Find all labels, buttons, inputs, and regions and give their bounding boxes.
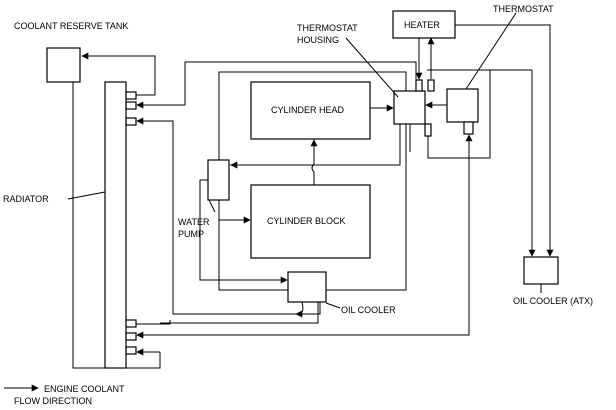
pipe-pump-outlet: [218, 200, 229, 221]
housing-port-3: [424, 123, 432, 137]
legend-text-1: ENGINE COOLANT: [44, 384, 125, 394]
oil-cooler: [287, 271, 327, 303]
cylinder-head: [250, 81, 371, 140]
pipe-radiator-lower-1: [136, 320, 171, 325]
thermostat-label: THERMOSTAT: [493, 4, 554, 14]
oil-cooler-label: OIL COOLER: [341, 305, 396, 315]
thermostat-leader: [465, 12, 517, 90]
pipe-lower-oilcooler: [160, 302, 319, 324]
coolant-reserve-tank-label: COOLANT RESERVE TANK: [14, 21, 128, 31]
radiator-label: RADIATOR: [3, 194, 49, 204]
pipe-thermostat-loop: [427, 70, 491, 159]
thermostat-housing-leader: [345, 37, 399, 98]
flow-oilcooler-return: [295, 302, 321, 318]
thermostat-stem: [463, 121, 474, 135]
water-pump-leader: [208, 199, 216, 213]
flow-pump-to-oilcooler: [199, 179, 288, 284]
cylinder-block: [250, 184, 371, 259]
legend-text-2: FLOW DIRECTION: [14, 396, 92, 406]
coolant-reserve-tank: [46, 47, 81, 83]
pipe-reserve-to-radiator-bottom: [72, 82, 161, 369]
radiator-lower-port-2: [125, 332, 137, 341]
radiator-inlet-port: [125, 101, 137, 110]
thermostat-housing: [393, 90, 426, 125]
radiator-upper-port: [125, 91, 137, 100]
oil-cooler-atx-label: OIL COOLER (ATX): [513, 296, 593, 306]
flow-heater-to-oilcooler-atx: [455, 24, 554, 257]
radiator-lower-port-1: [125, 319, 137, 328]
water-pump: [207, 159, 230, 201]
flow-block-to-head: [310, 139, 318, 185]
radiator-outlet-port: [125, 346, 137, 355]
oil-cooler-leader: [325, 302, 341, 309]
thermostat-housing-label-2: HOUSING: [297, 35, 339, 45]
flow-radiator-to-reserve: [81, 52, 156, 96]
water-pump-label-1: WATER: [178, 217, 210, 227]
radiator-return-port: [125, 117, 137, 126]
cylinder-head-label: CYLINDER HEAD: [271, 105, 345, 115]
radiator: [104, 81, 127, 369]
thermostat-housing-label-1: THERMOSTAT: [297, 23, 358, 33]
flow-housing-to-pump: [230, 150, 401, 169]
housing-port-1: [415, 79, 423, 92]
heater-label: HEATER: [404, 20, 440, 30]
flow-lower-return: [136, 158, 470, 339]
radiator-leader: [67, 191, 106, 200]
housing-port-2: [427, 79, 435, 92]
cylinder-block-label: CYLINDER BLOCK: [267, 216, 346, 226]
thermostat: [446, 88, 479, 123]
flow-housing-to-radiator: [136, 61, 417, 109]
oil-cooler-atx: [523, 256, 559, 285]
water-pump-label-2: PUMP: [178, 229, 204, 239]
